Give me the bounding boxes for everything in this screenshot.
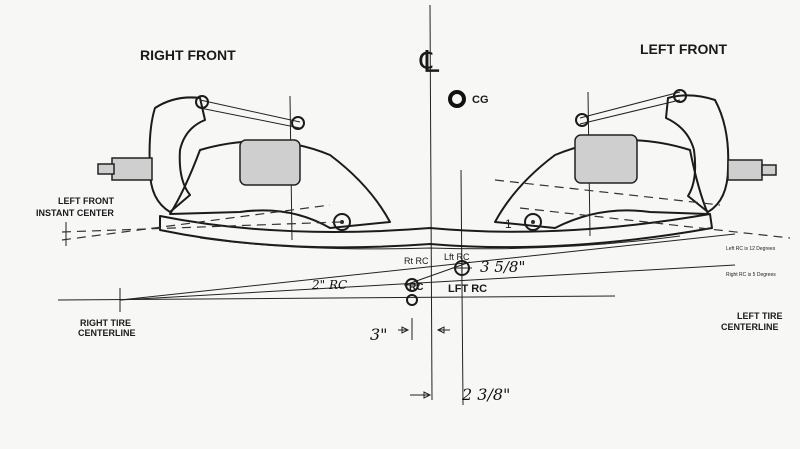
hand-2-3-8-annotation: 2 3/8" <box>461 385 510 404</box>
left-rc-degrees-note: Left RC is 12 Degrees <box>726 246 776 252</box>
hand-2in-rc-annotation: 2" RC <box>311 278 347 292</box>
secondary-vertical-line <box>460 169 464 406</box>
rt-rc-symbol <box>404 278 420 306</box>
right-front-lower-arm <box>169 139 391 231</box>
rt-rc-label: Rt RC <box>404 256 429 266</box>
left-tire-label-line2: CENTERLINE <box>721 322 779 332</box>
ic-line-upper <box>61 221 341 233</box>
left-front-ic-label-line2: INSTANT CENTER <box>36 208 114 218</box>
centerline-symbol: ℄ <box>419 46 440 79</box>
lft-rc-small-label: Lft RC <box>444 252 470 262</box>
vehicle-centerline <box>429 4 433 401</box>
hand-rc-annotation: RC <box>409 282 423 293</box>
cg-marker <box>448 90 466 108</box>
part-number-label: 1 <box>505 217 512 231</box>
left-front-lower-arm <box>494 134 709 231</box>
left-front-label: LEFT FRONT <box>640 41 728 57</box>
right-rc-degrees-note: Right RC is 5 Degrees <box>726 272 776 278</box>
hand-3in-annotation: 3" <box>370 325 388 344</box>
right-tire-label-line2: CENTERLINE <box>78 328 136 338</box>
left-front-ic-label-line1: LEFT FRONT <box>58 196 114 206</box>
lft-rc-symbol <box>452 258 472 278</box>
tire-centerline-ground-line <box>57 295 616 301</box>
left-tire-label-line1: LEFT TIRE <box>737 311 783 321</box>
ic-line-right-2 <box>494 179 721 206</box>
dimension-2-3-8in <box>410 391 432 399</box>
lft-rc-big-label: LFT RC <box>448 283 487 295</box>
front-crossmember <box>159 213 713 249</box>
ic-line-lower <box>61 204 331 241</box>
right-tire-label-line1: RIGHT TIRE <box>80 318 131 328</box>
hand-3-5-8-annotation: 3 5/8" <box>480 258 525 276</box>
ic-line-right-1 <box>519 207 791 239</box>
left-rc-12deg-line <box>119 233 736 301</box>
left-front-spindle <box>575 89 777 237</box>
cg-label: CG <box>472 94 489 106</box>
crossmember-lower-edge <box>199 235 681 250</box>
right-rc-5deg-line <box>119 264 736 301</box>
right-front-label: RIGHT FRONT <box>140 47 236 63</box>
dimension-3in <box>398 318 450 340</box>
